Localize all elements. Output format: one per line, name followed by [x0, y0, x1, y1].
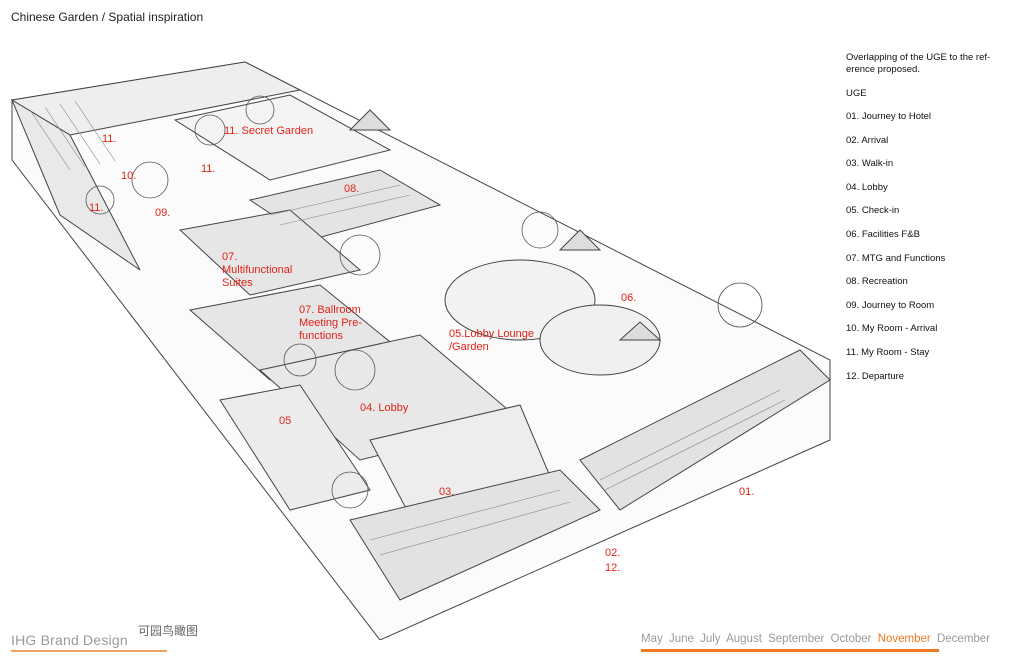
- month-label: June: [668, 633, 694, 645]
- tree: [339, 234, 381, 276]
- tree: [717, 282, 763, 328]
- west-court-05: [219, 384, 371, 511]
- map-label-05a: 05.Lobby Lounge /Garden: [449, 328, 535, 353]
- month-timeline: May June July August September October N…: [641, 633, 993, 645]
- map-label-secret-garden: 11. Secret Garden: [224, 125, 314, 137]
- tree: [331, 471, 369, 509]
- legend-item: 12. Departure: [846, 370, 905, 382]
- secret-garden-court: [173, 94, 392, 181]
- tree: [85, 185, 115, 215]
- east-range: [579, 349, 831, 511]
- legend-item: 01. Journey to Hotel: [846, 111, 932, 122]
- month-label: October: [830, 633, 872, 645]
- courtyard-axonometric-drawing: [10, 61, 831, 640]
- month-label: December: [936, 633, 991, 645]
- month-label: May: [641, 633, 663, 645]
- map-label-10: 10.: [121, 170, 137, 182]
- tree: [131, 161, 169, 199]
- legend-item: 11. My Room - Stay: [846, 346, 930, 358]
- month-label: November: [877, 633, 931, 645]
- map-label-12: 12.: [605, 562, 621, 574]
- west-range: [10, 98, 141, 271]
- pavilion-south: [618, 321, 662, 341]
- legend-heading: UGE: [846, 88, 867, 99]
- legend-item: 04. Lobby: [846, 181, 888, 193]
- month-label: August: [726, 633, 762, 645]
- uge-legend: Overlapping of the UGE to the ref- erenc…: [846, 52, 1021, 394]
- tree: [521, 211, 559, 249]
- legend-item: 07. MTG and Functions: [846, 252, 946, 264]
- map-label-08: 08.: [344, 183, 360, 195]
- tree: [283, 343, 317, 377]
- map-label-11b: 11.: [201, 163, 216, 175]
- legend-item: 09. Journey to Room: [846, 299, 935, 311]
- legend-item: 02. Arrival: [846, 134, 889, 146]
- drawing-caption: 可园鸟瞰图: [138, 624, 199, 638]
- tree: [334, 349, 376, 391]
- month-label: September: [768, 633, 825, 645]
- legend-item: 05. Check-in: [846, 205, 900, 217]
- brand-name: IHG Brand Design: [11, 632, 128, 648]
- legend-item: 06. Facilities F&B: [846, 228, 920, 240]
- suites-block: [178, 209, 362, 296]
- map-label-03: 03.: [439, 486, 455, 498]
- legend-item: 10. My Room - Arrival: [846, 323, 938, 335]
- map-label-09: 09.: [155, 207, 171, 219]
- south-range: [349, 469, 601, 601]
- map-label-11c: 11.: [89, 202, 104, 214]
- timeline-underline: [641, 649, 939, 652]
- map-label-06: 06.: [621, 292, 637, 304]
- tree: [245, 95, 275, 125]
- map-label-07a: 07. Multifunctional Suites: [222, 251, 293, 289]
- map-label-07b: 07. Ballroom Meeting Pre-functions: [299, 304, 362, 342]
- legend-item: 08. Recreation: [846, 276, 908, 288]
- month-label: July: [700, 633, 721, 645]
- page-title: Chinese Garden / Spatial inspiration: [11, 10, 204, 24]
- map-label-01: 01.: [739, 486, 755, 498]
- legend-item: 03. Walk-in: [846, 158, 894, 170]
- pavilion-north: [348, 109, 392, 131]
- map-label-04: 04. Lobby: [360, 402, 409, 414]
- pavilion-east: [558, 229, 602, 251]
- tree: [194, 114, 226, 146]
- legend-intro: Overlapping of the UGE to the ref- erenc…: [846, 52, 991, 75]
- brand-underline: [11, 650, 167, 652]
- map-label-05b: 05: [279, 415, 292, 427]
- map-label-02: 02.: [605, 547, 621, 559]
- map-label-11a: 11.: [102, 133, 117, 145]
